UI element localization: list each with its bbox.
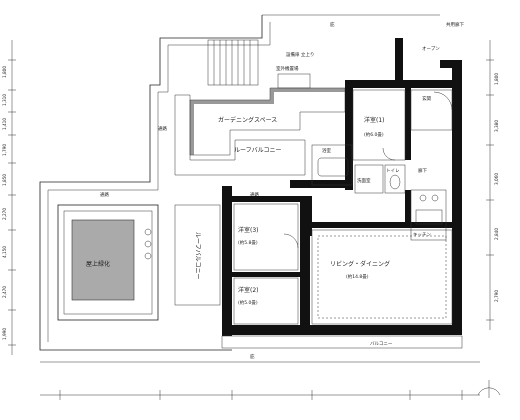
pool-steps <box>144 228 152 260</box>
kitchen: キッチン <box>410 189 447 241</box>
dim-right-5: 2,790 <box>494 290 499 302</box>
toilet: トイレ <box>384 164 406 194</box>
gardening-space-label: ガーデニングスペース <box>218 116 277 124</box>
dim-left-6: 2,270 <box>2 208 7 220</box>
compass-icon <box>477 380 501 398</box>
dim-left-7: 4,150 <box>2 246 7 258</box>
gardening-space: ガーデニングスペース <box>189 87 346 156</box>
bath-label: 浴室 <box>322 147 331 154</box>
roof-balcony-upper-label: ルーフバルコニー <box>234 147 282 154</box>
bedroom-2: 洋室(2) (約5.0畳) <box>233 277 299 325</box>
ldk-size: (約14.8畳) <box>346 273 369 280</box>
pool-label: 屋上緑化 <box>86 260 110 268</box>
stair-steps <box>207 39 259 86</box>
kitchen-label: キッチン <box>413 232 431 238</box>
bed2-size: (約5.8畳) <box>238 239 258 246</box>
open-corridor-label: オープン <box>422 46 440 52</box>
bedroom-1: 洋室(1) (約6.0畳) <box>352 89 406 161</box>
eave-bottom-label: 庇 <box>250 353 255 360</box>
building-walls <box>222 38 462 336</box>
entrance-label: 玄関 <box>422 95 431 102</box>
bed1-label: 洋室(1) <box>364 116 385 124</box>
balcony: バルコニー 庇 <box>40 335 480 363</box>
balcony-label: バルコニー <box>370 341 393 347</box>
dim-left-1: 1,800 <box>2 66 7 78</box>
pipe-label: 室外機置場 <box>276 65 299 72</box>
bottom-ticks <box>40 390 480 400</box>
dim-left-2: 1,310 <box>2 94 7 106</box>
aisle-top-label: 通路 <box>158 125 167 132</box>
ldk-label: リビング・ダイニング <box>330 260 390 268</box>
bed3-size: (約5.0畳) <box>238 299 258 306</box>
dim-left-9: 1,990 <box>2 328 7 340</box>
dim-right-4: 2,840 <box>494 228 499 240</box>
dim-right-2: 3,380 <box>494 120 499 132</box>
rooftop-greenery: 屋上緑化 <box>57 204 159 321</box>
bath: 浴室 <box>311 144 353 186</box>
dim-left-5: 1,850 <box>2 174 7 186</box>
eave-top-label: 庇 <box>330 21 335 28</box>
dim-left-3: 1,410 <box>2 118 7 130</box>
roof-balcony-upper: ルーフバルコニー <box>174 94 306 176</box>
bed1-size: (約6.0畳) <box>364 131 384 138</box>
washroom: 洗面室 <box>354 164 384 194</box>
left-dimension-line: 1,800 1,310 1,410 1,790 1,850 2,270 4,15… <box>2 40 16 355</box>
aisle-left-label: 通路 <box>100 191 109 198</box>
dim-left-4: 1,790 <box>2 144 7 156</box>
equipment-box <box>277 73 311 89</box>
bed2-label: 洋室(3) <box>238 226 259 234</box>
dim-right-3: 3,060 <box>494 173 499 185</box>
terrace-outline: 庇 共用廊下 <box>39 14 464 351</box>
hall-label: 廊下 <box>418 167 427 174</box>
bed3-label: 洋室(2) <box>238 286 259 294</box>
stairs-up-label: 設備扉 立上り <box>286 51 314 58</box>
bedroom-3: 洋室(3) (約5.8畳) <box>233 203 299 271</box>
aisle-mid-label: 通路 <box>250 191 259 198</box>
dim-left-8: 2,470 <box>2 286 7 298</box>
public-corridor-label: 共用廊下 <box>446 21 464 28</box>
living-dining: リビング・ダイニング (約14.8畳) <box>311 229 453 325</box>
toilet-label: トイレ <box>386 169 400 174</box>
right-dimension-line: 1,800 3,380 3,060 2,840 2,790 <box>486 40 499 330</box>
washroom-label: 洗面室 <box>357 177 371 184</box>
dim-right-1: 1,800 <box>494 73 499 85</box>
roof-balcony-left-label: ルーフバルコニー <box>194 232 201 280</box>
entrance: 玄関 <box>410 89 453 131</box>
roof-balcony-left: ルーフバルコニー <box>174 204 221 306</box>
